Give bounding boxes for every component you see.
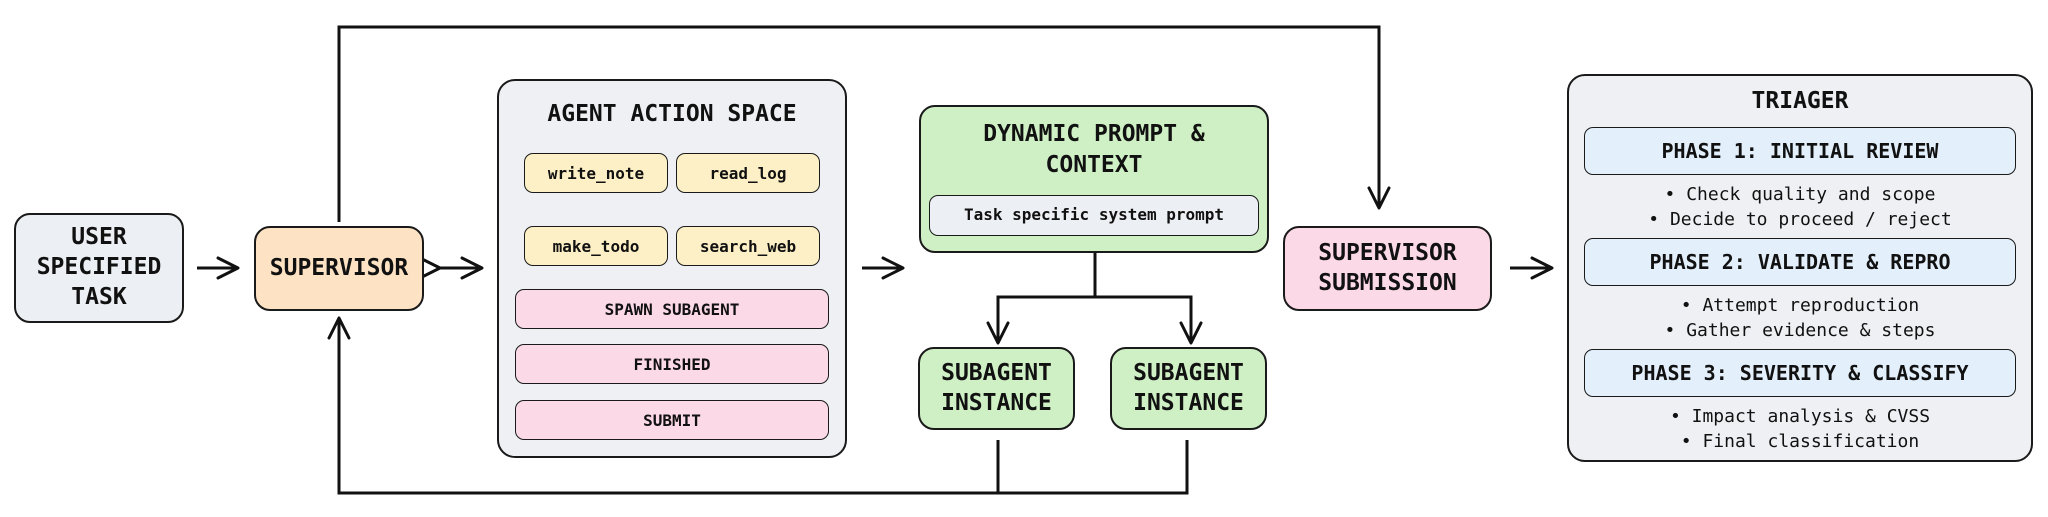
dynamic-prompt-title: DYNAMIC PROMPT & CONTEXT [921, 119, 1267, 181]
arrow-to-subagent-right [1095, 295, 1203, 345]
phase-1-header: PHASE 1: INITIAL REVIEW [1584, 127, 2016, 175]
phase-2-bullets: • Attempt reproduction • Gather evidence… [1569, 293, 2031, 343]
subagent-2-line-2: INSTANCE [1133, 389, 1244, 416]
dynamic-prompt-title-line-1: DYNAMIC PROMPT & [983, 121, 1205, 147]
phase-3-bullet-1: • Impact analysis & CVSS [1669, 406, 1931, 427]
action-spawn-subagent: SPAWN SUBAGENT [515, 289, 829, 329]
tool-write-note: write_note [524, 153, 668, 193]
tool-search-web: search_web [676, 226, 820, 266]
action-finished: FINISHED [515, 344, 829, 384]
tool-read-log: read_log [676, 153, 820, 193]
subagent-1-line-1: SUBAGENT [941, 359, 1052, 386]
connector-subagent-right-return [998, 440, 1189, 495]
user-task-line-1: USER [71, 224, 127, 251]
subagent-1-line-2: INSTANCE [941, 389, 1052, 416]
supervisor-label: SUPERVISOR [269, 254, 409, 281]
phase-1-bullet-1: • Check quality and scope [1664, 184, 1936, 205]
action-submit: SUBMIT [515, 400, 829, 440]
dynamic-prompt-box: DYNAMIC PROMPT & CONTEXT Task specific s… [919, 105, 1269, 253]
triager-panel: TRIAGER PHASE 1: INITIAL REVIEW • Check … [1567, 74, 2033, 462]
subagent-instance-2: SUBAGENT INSTANCE [1110, 347, 1267, 430]
phase-2-bullet-2: • Gather evidence & steps [1664, 320, 1936, 341]
task-specific-prompt: Task specific system prompt [929, 195, 1259, 236]
supervisor-box: SUPERVISOR [254, 226, 424, 311]
action-space-title: AGENT ACTION SPACE [547, 101, 797, 127]
dynamic-prompt-title-line-2: CONTEXT [1045, 152, 1143, 178]
phase-3-header: PHASE 3: SEVERITY & CLASSIFY [1584, 349, 2016, 397]
phase-3-bullets: • Impact analysis & CVSS • Final classif… [1569, 404, 2031, 454]
tool-make-todo: make_todo [524, 226, 668, 266]
submission-line-2: SUBMISSION [1318, 269, 1457, 296]
phase-1-bullet-2: • Decide to proceed / reject [1648, 209, 1952, 230]
user-task-line-3: TASK [71, 283, 127, 310]
triager-title: TRIAGER [1751, 88, 1849, 114]
supervisor-submission-box: SUPERVISOR SUBMISSION [1283, 226, 1492, 311]
arrow-to-subagent-left [986, 295, 1095, 345]
arrow-supervisor-to-submission [337, 25, 1391, 222]
phase-1-bullets: • Check quality and scope • Decide to pr… [1569, 182, 2031, 232]
subagent-2-line-1: SUBAGENT [1133, 359, 1244, 386]
subagent-instance-1: SUBAGENT INSTANCE [918, 347, 1075, 430]
user-task-line-2: SPECIFIED [36, 254, 162, 281]
user-task-box: USER SPECIFIED TASK [14, 213, 184, 323]
arrow-subagents-to-supervisor [327, 316, 1000, 495]
agent-action-space-panel: AGENT ACTION SPACE write_note read_log m… [497, 79, 847, 458]
phase-2-header: PHASE 2: VALIDATE & REPRO [1584, 238, 2016, 286]
phase-2-bullet-1: • Attempt reproduction [1680, 295, 1920, 316]
phase-3-bullet-2: • Final classification [1680, 431, 1920, 452]
submission-line-1: SUPERVISOR [1318, 239, 1457, 266]
